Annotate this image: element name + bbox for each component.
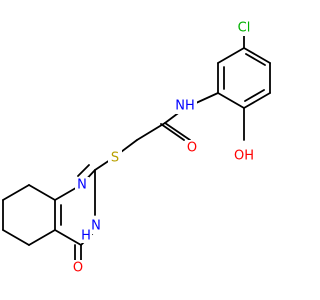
bond bbox=[164, 122, 191, 141]
bonds bbox=[2, 29, 271, 263]
bond bbox=[244, 89, 265, 102]
atom-label: S bbox=[111, 151, 119, 166]
atom-nh: NH bbox=[173, 98, 197, 114]
atom-n1: N bbox=[75, 177, 89, 193]
bond bbox=[2, 229, 30, 246]
molecule-structure: Cl OH NH O S N N H O bbox=[2, 20, 271, 276]
atom-label: N bbox=[77, 178, 87, 193]
bond bbox=[28, 184, 56, 201]
bond bbox=[160, 123, 185, 141]
atom-s: S bbox=[108, 150, 122, 166]
atom-cl: Cl bbox=[233, 20, 255, 36]
atom-label: Cl bbox=[238, 21, 251, 36]
bond bbox=[243, 92, 271, 109]
atom-oh: OH bbox=[232, 148, 256, 164]
atom-label-h: H bbox=[81, 229, 91, 244]
bond bbox=[243, 47, 271, 64]
bond bbox=[2, 184, 30, 201]
bond bbox=[217, 92, 245, 109]
atom-labels: Cl OH NH O S N N H O bbox=[71, 20, 256, 276]
atom-n3: N H bbox=[80, 218, 103, 244]
atom-label: O bbox=[187, 141, 197, 156]
atom-o-amide: O bbox=[185, 140, 199, 156]
atom-label: NH bbox=[175, 99, 195, 114]
atom-o-ring: O bbox=[71, 260, 85, 276]
atom-label: O bbox=[73, 261, 83, 276]
atom-label: N bbox=[91, 219, 101, 234]
bond bbox=[217, 47, 245, 64]
bond bbox=[54, 229, 82, 246]
atom-label: OH bbox=[234, 149, 254, 164]
bond bbox=[136, 122, 166, 141]
bond bbox=[77, 164, 90, 177]
bond bbox=[28, 229, 56, 246]
bond bbox=[245, 53, 266, 66]
